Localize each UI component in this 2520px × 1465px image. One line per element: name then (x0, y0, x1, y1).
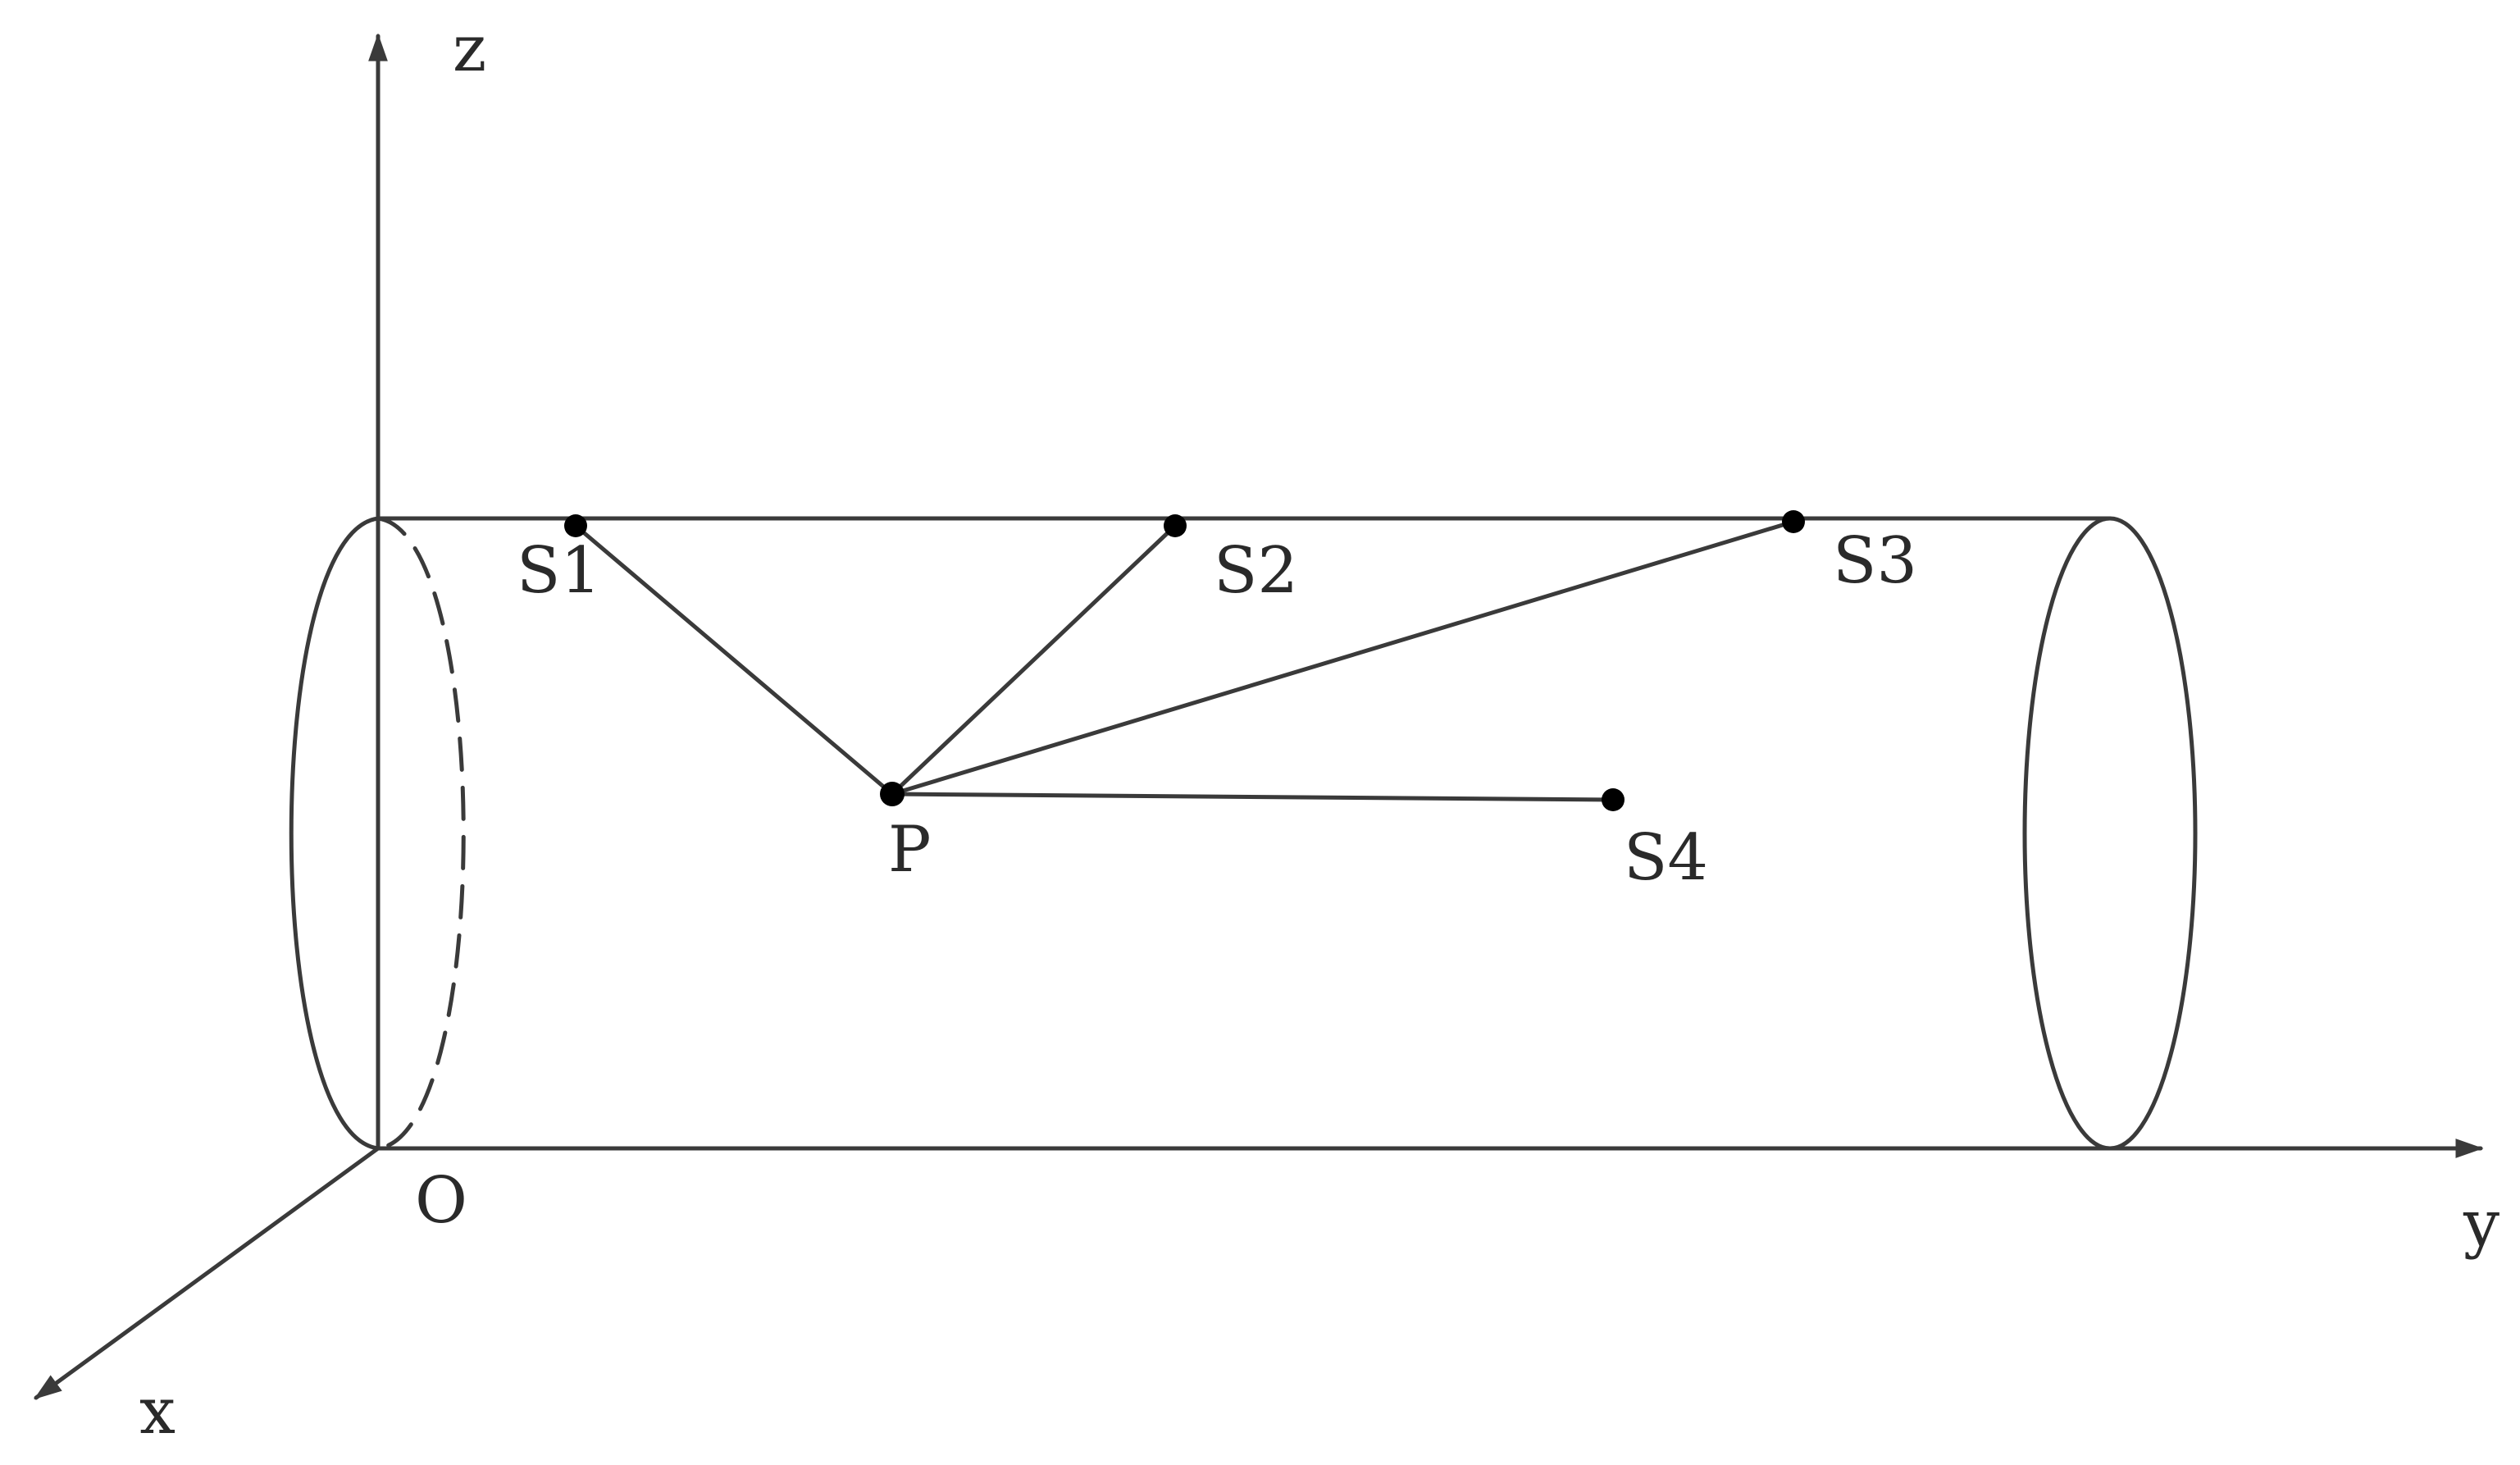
origin-label: O (415, 1164, 467, 1238)
y-axis-label: y (2463, 1187, 2499, 1261)
point-s3 (1782, 510, 1805, 533)
left-ellipse-back (376, 516, 466, 1151)
z-axis-label: z (453, 12, 486, 86)
x-axis-label: x (139, 1375, 175, 1449)
point-s1 (564, 514, 587, 537)
left-ellipse-front (289, 516, 381, 1151)
line-p-s1 (573, 523, 895, 796)
x-axis (34, 1146, 381, 1400)
line-p-s2 (890, 523, 1178, 796)
right-ellipse (2022, 516, 2198, 1151)
label-p: P (888, 813, 931, 887)
point-p (880, 782, 905, 806)
line-p-s4 (890, 792, 1615, 802)
label-s3: S3 (1833, 524, 1917, 598)
label-s4: S4 (1624, 821, 1708, 895)
label-s1: S1 (517, 534, 601, 608)
point-s2 (1164, 514, 1187, 537)
line-p-s3 (890, 519, 1796, 796)
point-s4 (1602, 788, 1625, 811)
label-s2: S2 (1214, 534, 1298, 608)
